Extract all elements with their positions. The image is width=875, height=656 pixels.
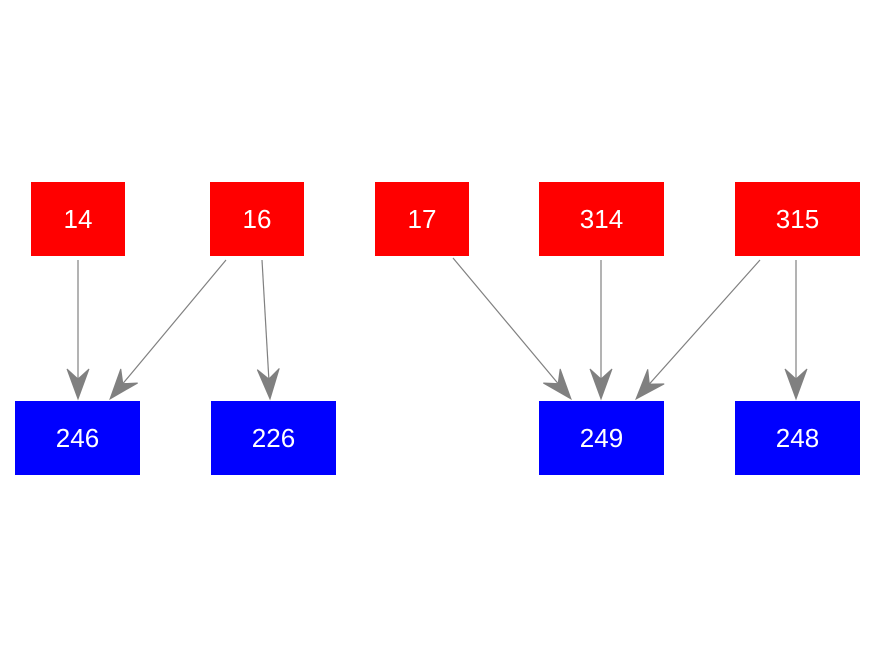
node-box bbox=[31, 182, 125, 256]
node-226: 226 bbox=[211, 401, 336, 475]
node-16: 16 bbox=[210, 182, 304, 256]
node-label: 248 bbox=[776, 423, 819, 453]
edge-line bbox=[452, 257, 559, 385]
arrowhead-icon bbox=[784, 368, 808, 401]
node-box bbox=[539, 182, 664, 256]
node-label: 16 bbox=[243, 204, 272, 234]
node-box bbox=[539, 401, 664, 475]
arrowhead-icon bbox=[256, 368, 280, 401]
node-14: 14 bbox=[31, 182, 125, 256]
node-box bbox=[735, 401, 860, 475]
arrowhead-icon bbox=[543, 368, 572, 401]
node-17: 17 bbox=[375, 182, 469, 256]
edge-line bbox=[122, 259, 227, 385]
edge-17-to-249 bbox=[452, 257, 572, 401]
node-label: 315 bbox=[776, 204, 819, 234]
node-box bbox=[210, 182, 304, 256]
edge-314-to-249 bbox=[589, 260, 613, 401]
arrowhead-icon bbox=[109, 368, 138, 401]
node-246: 246 bbox=[15, 401, 140, 475]
edge-line bbox=[648, 259, 761, 385]
node-248: 248 bbox=[735, 401, 860, 475]
node-249: 249 bbox=[539, 401, 664, 475]
node-box bbox=[375, 182, 469, 256]
edge-16-to-226 bbox=[256, 259, 280, 401]
node-box bbox=[735, 182, 860, 256]
node-label: 246 bbox=[56, 423, 99, 453]
edge-315-to-248 bbox=[784, 260, 808, 401]
edge-14-to-246 bbox=[66, 260, 90, 401]
node-box bbox=[15, 401, 140, 475]
arrowhead-icon bbox=[635, 369, 665, 401]
node-box bbox=[211, 401, 336, 475]
node-label: 314 bbox=[580, 204, 623, 234]
edge-line bbox=[261, 259, 270, 380]
node-label: 17 bbox=[408, 204, 437, 234]
edges-layer bbox=[66, 257, 808, 401]
node-label: 249 bbox=[580, 423, 623, 453]
nodes-layer: 14 16 17 314 315 246 226 249 248 bbox=[15, 182, 860, 475]
node-label: 14 bbox=[64, 204, 93, 234]
edge-315-to-249 bbox=[635, 259, 761, 401]
node-315: 315 bbox=[735, 182, 860, 256]
arrowhead-icon bbox=[66, 368, 90, 401]
edge-16-to-246 bbox=[109, 259, 227, 401]
arrowhead-icon bbox=[589, 368, 613, 401]
node-label: 226 bbox=[252, 423, 295, 453]
node-314: 314 bbox=[539, 182, 664, 256]
